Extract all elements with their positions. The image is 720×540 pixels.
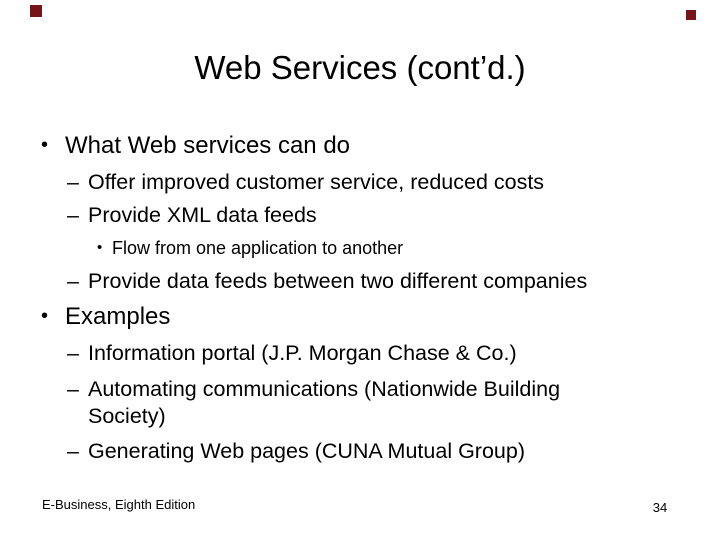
bullet-text: Provide XML data feeds bbox=[88, 203, 317, 227]
dash-icon: – bbox=[67, 341, 79, 365]
dash-icon: – bbox=[67, 269, 79, 293]
corner-marker-left bbox=[30, 5, 42, 17]
corner-marker-right bbox=[686, 10, 696, 20]
dash-icon: – bbox=[67, 439, 79, 463]
dash-icon: – bbox=[67, 377, 79, 401]
dash-icon: – bbox=[67, 170, 79, 194]
bullet-text: Offer improved customer service, reduced… bbox=[88, 170, 545, 194]
sub-bullet-item: – Automating communications (Nationwide … bbox=[67, 376, 640, 430]
sub-sub-bullet-item: • Flow from one application to another bbox=[97, 238, 404, 259]
bullet-text: Flow from one application to another bbox=[112, 238, 404, 258]
sub-bullet-item: – Provide XML data feeds bbox=[67, 203, 317, 228]
bullet-text: Information portal (J.P. Morgan Chase & … bbox=[88, 341, 517, 365]
bullet-item: • Examples bbox=[41, 303, 171, 331]
bullet-icon: • bbox=[41, 305, 49, 327]
bullet-text: Generating Web pages (CUNA Mutual Group) bbox=[88, 439, 525, 463]
bullet-icon: • bbox=[41, 134, 49, 156]
bullet-item: • What Web services can do bbox=[41, 132, 351, 160]
page-number: 34 bbox=[652, 500, 668, 515]
sub-bullet-item: – Information portal (J.P. Morgan Chase … bbox=[67, 341, 517, 366]
bullet-text: Examples bbox=[65, 303, 171, 330]
sub-bullet-item: – Provide data feeds between two differe… bbox=[67, 269, 588, 294]
dash-icon: – bbox=[67, 203, 79, 227]
slide-title: Web Services (cont’d.) bbox=[194, 49, 526, 86]
footer-text: E-Business, Eighth Edition bbox=[42, 497, 196, 512]
bullet-icon: • bbox=[97, 239, 103, 256]
bullet-text: What Web services can do bbox=[65, 132, 351, 159]
sub-bullet-item: – Generating Web pages (CUNA Mutual Grou… bbox=[67, 439, 525, 464]
sub-bullet-item: – Offer improved customer service, reduc… bbox=[67, 170, 545, 195]
bullet-text: Automating communications (Nationwide Bu… bbox=[88, 377, 561, 428]
bullet-text: Provide data feeds between two different… bbox=[88, 269, 588, 293]
